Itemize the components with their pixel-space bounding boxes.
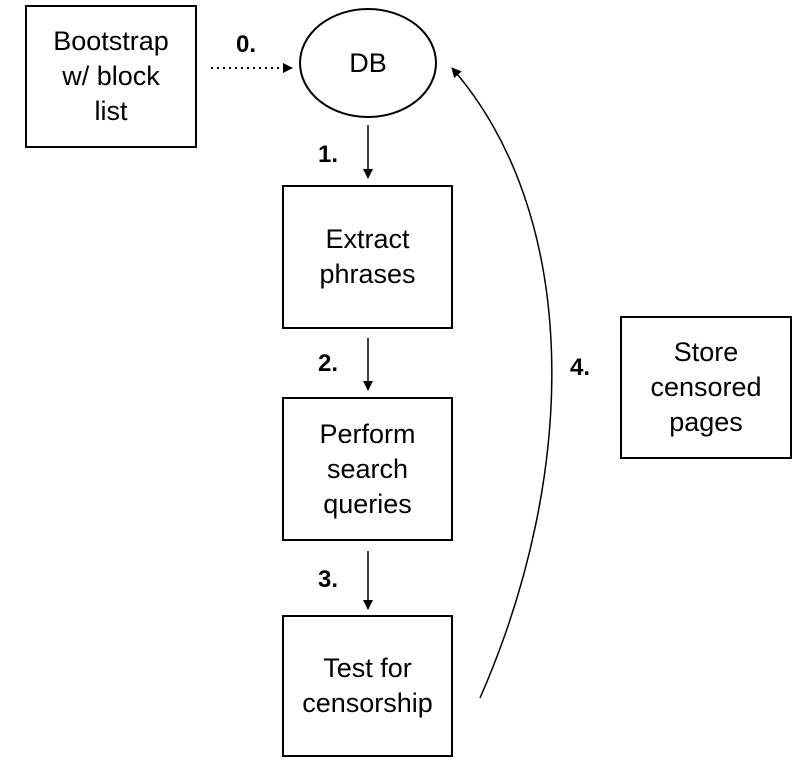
store-censored-node: Store censored pages [620,316,792,459]
test-censorship-node: Test for censorship [282,615,453,757]
step-2-label: 2. [318,350,339,377]
bootstrap-node: Bootstrap w/ block list [25,5,197,148]
edge-test-to-db [451,67,553,699]
step-1-label: 1. [318,141,339,168]
perform-search-node: Perform search queries [282,397,453,541]
store-censored-label: Store censored pages [650,337,762,437]
test-censorship-label: Test for censorship [302,653,433,718]
bootstrap-node-label: Bootstrap w/ block list [53,26,169,126]
extract-phrases-node: Extract phrases [282,185,453,329]
db-node: DB [300,9,436,117]
step-3-label: 3. [318,566,339,593]
step-4-label: 4. [570,354,591,381]
perform-search-label: Perform search queries [319,418,416,519]
db-node-shape [299,8,437,118]
step-0-label: 0. [236,31,257,58]
extract-phrases-label: Extract phrases [319,224,416,289]
db-node-label: DB [349,47,387,78]
